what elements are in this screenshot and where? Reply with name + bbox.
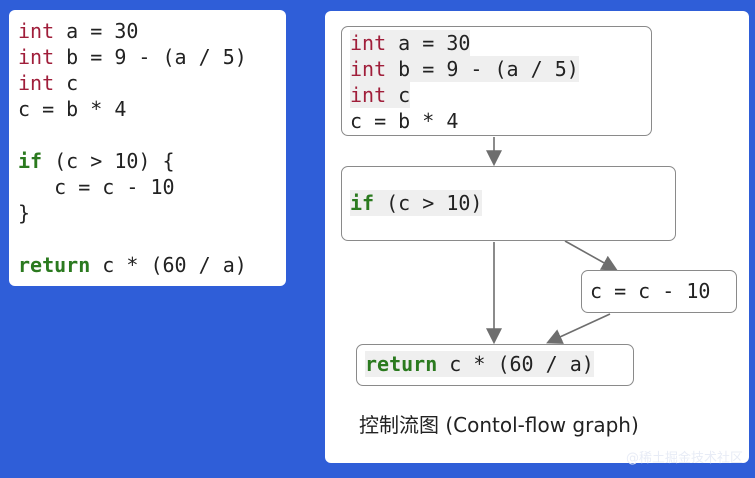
- control-keyword: if: [18, 149, 43, 173]
- type-keyword: int: [18, 71, 55, 95]
- code-line-3: int c: [350, 82, 411, 108]
- edge-if-to-assign: [564, 240, 618, 271]
- watermark: @稀土掘金技术社区: [625, 451, 743, 466]
- code-line-6: c = c - 10: [18, 175, 175, 199]
- code-text: (c > 10) {: [42, 149, 175, 173]
- code-text: b = 9 - (a / 5): [54, 45, 247, 69]
- cfg-caption: 控制流图 (Contol-flow graph): [359, 413, 639, 437]
- code-text: c * (60 / a): [437, 352, 594, 376]
- cfg-block-entry: int a = 30 int b = 9 - (a / 5) int c c =…: [341, 26, 652, 136]
- code-line-4: c = b * 4: [18, 97, 127, 121]
- code-text: a = 30: [54, 19, 139, 43]
- edge-assign-to-return: [546, 313, 611, 344]
- cfg-block-return: return c * (60 / a): [356, 344, 634, 386]
- code-text: b = 9 - (a / 5): [386, 57, 579, 81]
- code-line-7: }: [18, 201, 31, 225]
- return-statement: return c * (60 / a): [365, 351, 594, 377]
- control-keyword: if: [350, 191, 375, 215]
- cfg-block-assign: c = c - 10: [581, 270, 737, 313]
- source-code-panel: int a = 30 int b = 9 - (a / 5) int c c =…: [9, 10, 286, 286]
- code-line-1: int a = 30: [18, 18, 138, 44]
- type-keyword: int: [350, 57, 387, 81]
- code-line-3: int c: [18, 70, 78, 96]
- code-line-8: return c * (60 / a): [18, 252, 247, 278]
- type-keyword: int: [18, 19, 55, 43]
- type-keyword: int: [350, 83, 387, 107]
- code-line-1: int a = 30: [350, 30, 471, 56]
- code-line-5: if (c > 10) {: [18, 148, 175, 174]
- cfg-panel: int a = 30 int b = 9 - (a / 5) int c c =…: [325, 11, 749, 463]
- code-line-2: int b = 9 - (a / 5): [18, 44, 247, 70]
- code-text: c: [54, 71, 79, 95]
- code-text: c: [386, 83, 411, 107]
- assign-statement: c = c - 10: [590, 279, 711, 303]
- code-text: c * (60 / a): [90, 253, 247, 277]
- code-line-2: int b = 9 - (a / 5): [350, 56, 579, 82]
- code-text: a = 30: [386, 31, 471, 55]
- type-keyword: int: [18, 45, 55, 69]
- control-keyword: return: [365, 352, 438, 376]
- if-condition: if (c > 10): [350, 190, 483, 216]
- type-keyword: int: [350, 31, 387, 55]
- code-line-4: c = b * 4: [350, 109, 459, 133]
- cfg-edges: [486, 137, 618, 345]
- code-text: (c > 10): [374, 191, 483, 215]
- control-keyword: return: [18, 253, 91, 277]
- cfg-block-if: if (c > 10): [341, 166, 676, 241]
